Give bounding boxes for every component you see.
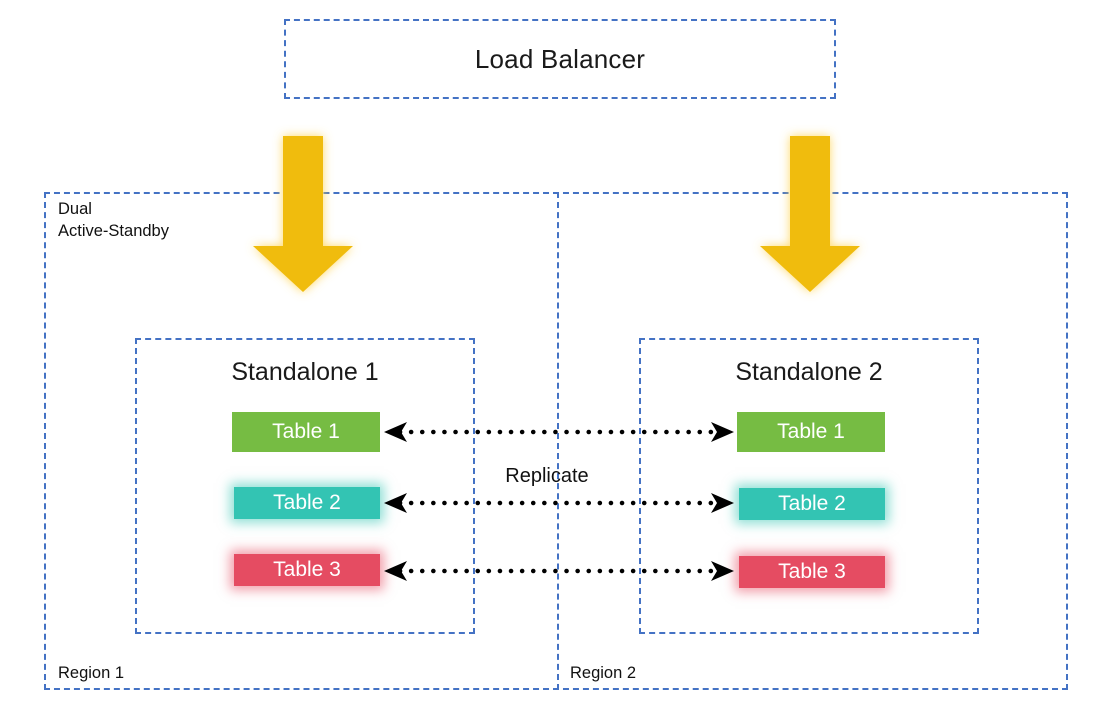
standalone-1-table-2: Table 2 xyxy=(234,487,380,519)
dual-active-standby-container xyxy=(44,192,1068,690)
standalone-1-table-1: Table 1 xyxy=(232,412,380,452)
standalone-2-table-2: Table 2 xyxy=(739,488,885,520)
region-divider xyxy=(557,192,559,690)
standalone-2-title: Standalone 2 xyxy=(735,358,883,386)
load-balancer-label: Load Balancer xyxy=(474,43,646,74)
standalone-2-table-3: Table 3 xyxy=(739,556,885,588)
standalone-1-table-3: Table 3 xyxy=(234,554,380,586)
standalone-1-box: Standalone 1 xyxy=(135,338,475,634)
standalone-2-box: Standalone 2 xyxy=(639,338,979,634)
replicate-label: Replicate xyxy=(505,465,589,487)
region-1-label: Region 1 xyxy=(58,664,125,682)
dual-active-standby-label: Dual Active-Standby xyxy=(58,200,169,240)
standalone-1-title: Standalone 1 xyxy=(231,358,379,386)
load-balancer-box: Load Balancer xyxy=(284,19,836,99)
region-2-label: Region 2 xyxy=(570,664,637,682)
standalone-2-table-1: Table 1 xyxy=(737,412,885,452)
